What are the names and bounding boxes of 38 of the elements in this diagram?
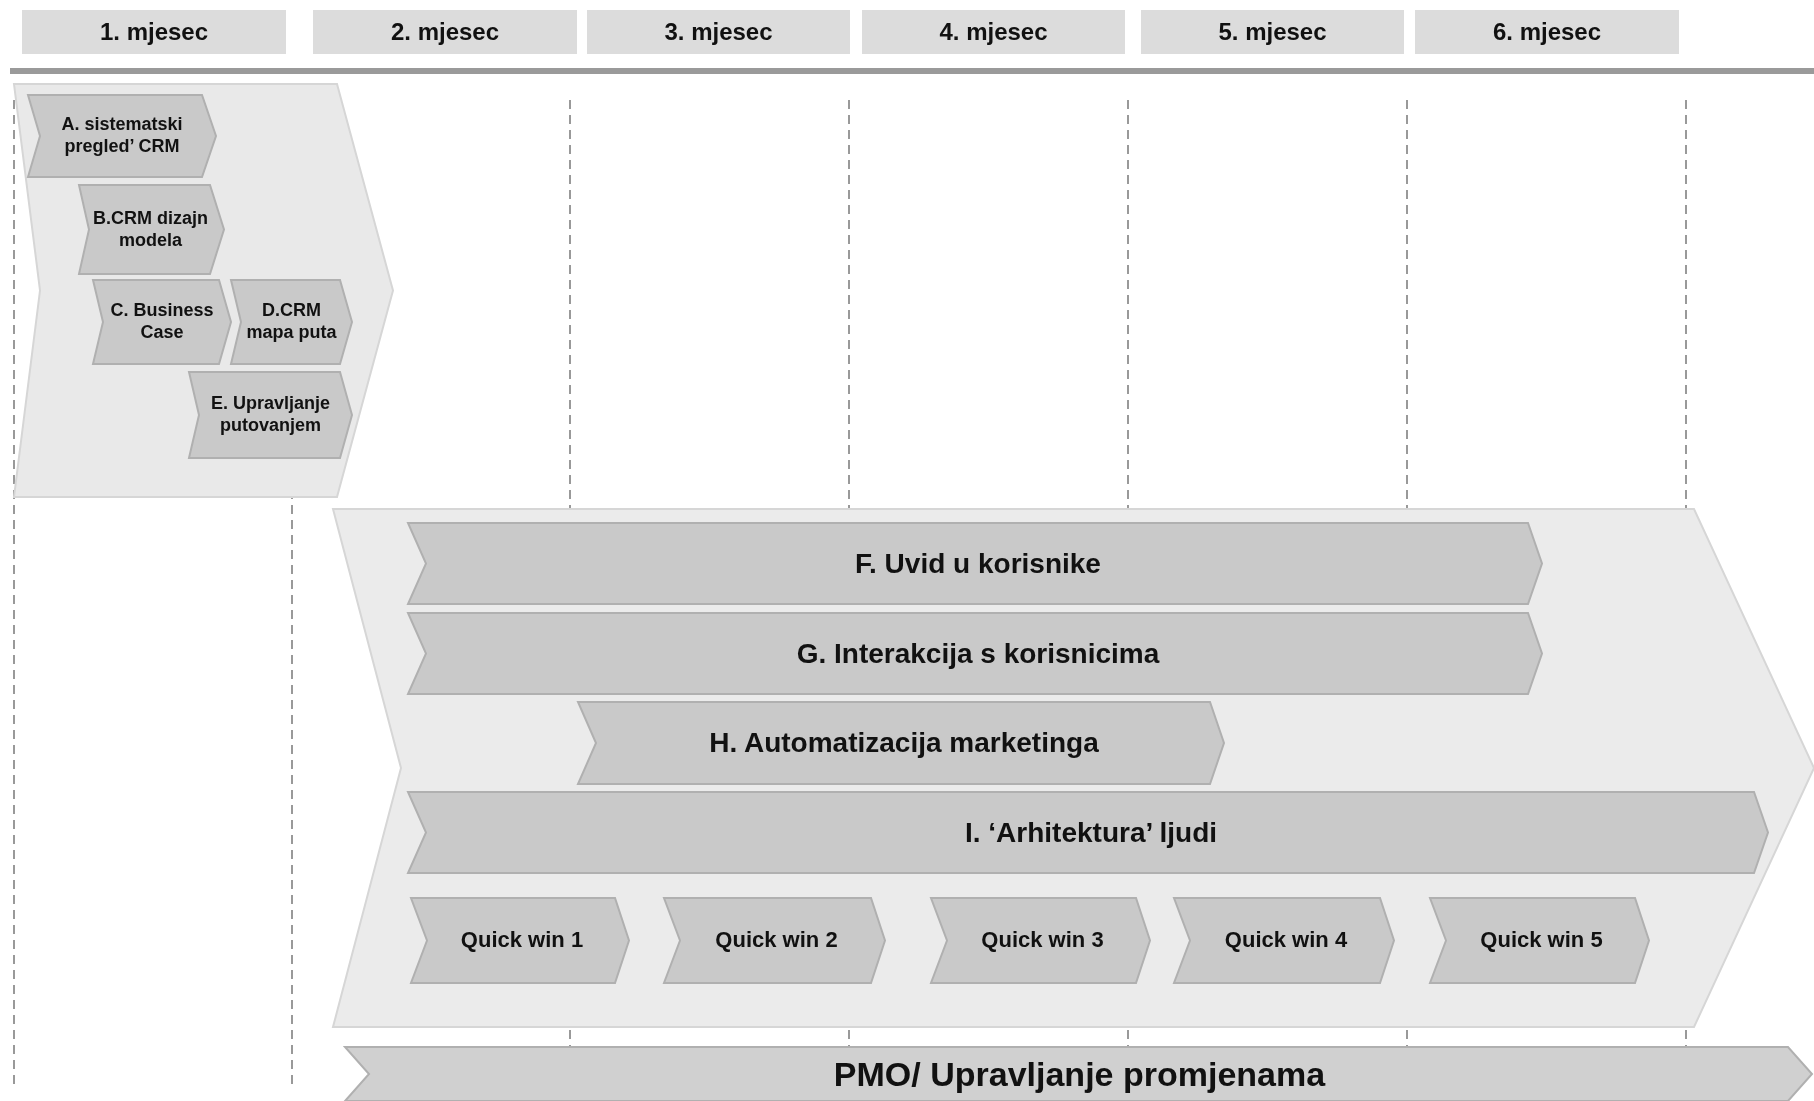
task-bar [231,280,352,364]
month-header: 6. mjesec [1415,10,1679,54]
task-bar [79,185,224,274]
task-label: C. Business Case [109,300,215,344]
task-label: PMO/ Upravljanje promjenama [833,1053,1326,1095]
task-label: B.CRM dizajn modela [92,207,209,252]
task-label: E. Upravljanje putovanjem [209,393,332,437]
task-label: Quick win 1 [460,927,584,954]
task-bar [411,898,629,983]
task-bar [408,613,1542,694]
task-bar [664,898,885,983]
task-label: A. sistematski pregled’ CRM [60,114,184,158]
month-header: 4. mjesec [862,10,1125,54]
task-label: I. ‘Arhitektura’ ljudi [964,815,1217,850]
task-label: H. Automatizacija marketinga [709,726,1099,760]
task-bar [28,95,216,177]
phase-band [333,509,1814,1027]
task-bar [93,280,231,364]
task-bar [345,1047,1812,1101]
task-label: D.CRM mapa puta [245,300,338,344]
month-header: 2. mjesec [313,10,577,54]
task-bar [931,898,1150,983]
task-label: Quick win 2 [715,927,838,954]
task-bar [578,702,1224,784]
month-header: 3. mjesec [587,10,850,54]
task-bar [1174,898,1394,983]
month-header: 5. mjesec [1141,10,1404,54]
task-label: Quick win 5 [1480,927,1603,954]
phase-band [14,84,393,497]
month-header: 1. mjesec [22,10,286,54]
task-label: F. Uvid u korisnike [855,546,1101,581]
task-label: Quick win 3 [981,927,1104,954]
task-bar [408,792,1768,873]
task-bar [408,523,1542,604]
task-bar [1430,898,1649,983]
task-label: Quick win 4 [1224,927,1348,954]
task-bar [189,372,352,458]
task-label: G. Interakcija s korisnicima [796,636,1160,671]
